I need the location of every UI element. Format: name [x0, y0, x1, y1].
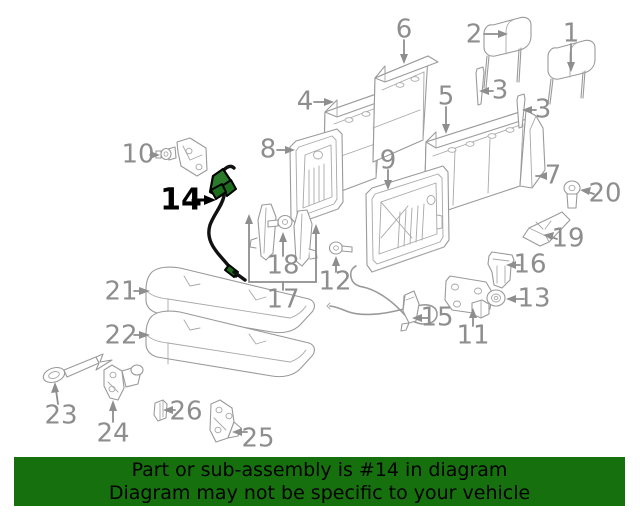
part-latch-assembly-right [209, 399, 242, 443]
leader-8 [276, 146, 295, 154]
callout-label-21: 21 [104, 277, 137, 307]
part-headrest-center [483, 16, 532, 89]
leader-3a [479, 87, 494, 95]
leader-16 [506, 261, 521, 269]
part-hinge-bolt-12 [328, 241, 353, 255]
part-latch-assembly-left [103, 364, 144, 401]
callout-label-13: 13 [517, 284, 550, 314]
leader-13 [506, 295, 525, 303]
banner-line-2: Diagram may not be specific to your vehi… [108, 481, 531, 504]
part-hinge-bolt [267, 214, 293, 230]
leader-5 [442, 106, 450, 134]
leader-20 [580, 187, 595, 195]
part-release-handle-rod [42, 353, 113, 384]
leader-3b [522, 106, 537, 114]
callout-label-10: 10 [121, 140, 154, 170]
callout-label-4: 4 [297, 87, 314, 117]
leader-6 [400, 39, 408, 64]
callout-label-6: 6 [396, 15, 413, 45]
leader-14 [191, 195, 216, 205]
leader-11 [469, 308, 477, 327]
banner-line-1: Part or sub-assembly is #14 in diagram [131, 458, 508, 481]
leader-1 [567, 43, 575, 72]
part-hinge-pivot-bracket [444, 275, 493, 319]
part-seat-back-panel-right [365, 165, 450, 273]
leader-4 [313, 98, 334, 106]
part-hinge-left [249, 203, 277, 261]
leader-24 [109, 400, 117, 423]
part-striker-bracket [155, 137, 208, 177]
part-headrest-guide-pin-a [475, 66, 485, 106]
leader-2 [483, 30, 508, 38]
callout-label-12: 12 [318, 267, 351, 297]
leader-18 [279, 232, 287, 257]
leader-15 [412, 314, 429, 322]
part-hinge-right [293, 209, 318, 267]
leader-12 [332, 256, 340, 273]
callout-label-20: 20 [588, 179, 621, 209]
callout-label-11: 11 [456, 321, 489, 351]
leader-9 [384, 169, 392, 190]
part-seat-back-center [372, 55, 439, 163]
leader-21 [133, 287, 150, 295]
callout-label-26: 26 [169, 397, 202, 427]
callout-label-16: 16 [513, 250, 546, 280]
callout-label-5: 5 [438, 82, 455, 112]
leader-26 [163, 406, 176, 414]
part-latch-release-handle-cable-highlight [207, 164, 247, 282]
disclaimer-banner: Part or sub-assembly is #14 in diagram D… [14, 457, 625, 506]
callout-label-14: 14 [160, 183, 202, 218]
callout-label-25: 25 [241, 424, 274, 454]
part-latch-striker-pin [400, 290, 420, 332]
callout-label-18: 18 [266, 251, 299, 281]
callout-label-15: 15 [420, 303, 453, 333]
leader-19 [543, 232, 558, 240]
callout-label-3b: 3 [535, 95, 552, 125]
callout-label-17: 17 [266, 285, 299, 315]
callout-label-1: 1 [563, 19, 580, 49]
callout-label-2: 2 [466, 20, 483, 50]
callout-label-7: 7 [545, 161, 562, 191]
leader-23 [51, 382, 59, 405]
part-seat-belt-guide [487, 251, 515, 289]
callout-label-3a: 3 [492, 76, 509, 106]
callout-label-19: 19 [551, 224, 584, 254]
leader-10 [149, 151, 160, 159]
callout-label-8: 8 [260, 135, 277, 165]
leader-7 [535, 172, 547, 180]
leader-25 [232, 428, 248, 436]
part-headrest-guide-pin-b [516, 93, 526, 129]
part-seat-back-panel-left [289, 128, 344, 225]
part-seat-back-right [423, 109, 546, 219]
callout-label-22: 22 [104, 321, 137, 351]
callout-label-9: 9 [380, 146, 397, 176]
leader-17 [245, 214, 320, 291]
callout-label-23: 23 [44, 401, 77, 431]
part-bushing [486, 289, 506, 307]
leader-22 [133, 331, 150, 339]
part-pivot-bolt [563, 180, 581, 209]
part-cushion-clip [153, 399, 168, 422]
callout-label-24: 24 [96, 419, 129, 449]
